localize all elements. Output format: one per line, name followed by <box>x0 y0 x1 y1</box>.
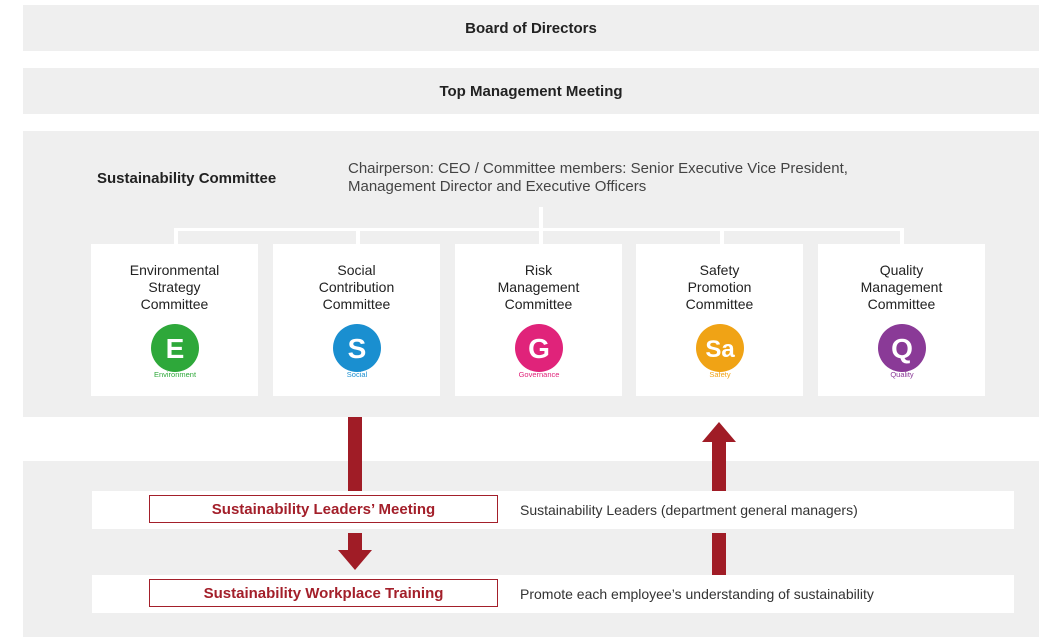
social-icon-tag: Social <box>347 370 368 379</box>
connector-drop-1 <box>174 228 178 244</box>
down-arrow-shaft-upper <box>348 417 362 491</box>
environment-icon-letter: E <box>166 333 185 364</box>
sustainability-committee-description: Chairperson: CEO / Committee members: Se… <box>348 160 848 196</box>
connector-horizontal <box>174 228 903 231</box>
down-arrow-head <box>338 550 372 570</box>
environment-icon: E Environment <box>151 324 199 379</box>
connector-committee-trunk <box>539 207 543 229</box>
social-icon-letter: S <box>348 333 367 364</box>
committee-name: Safety Promotion Committee <box>685 262 754 312</box>
committee-social-contribution: Social Contribution Committee S Social <box>273 244 440 396</box>
top-management-label: Top Management Meeting <box>439 83 623 100</box>
governance-icon-letter: G <box>528 333 550 364</box>
leaders-meeting-row: Sustainability Leaders’ Meeting Sustaina… <box>92 491 1014 529</box>
committee-quality-management: Quality Management Committee Q Quality <box>818 244 985 396</box>
safety-icon-tag: Safety <box>709 370 731 379</box>
social-icon: S Social <box>333 324 381 379</box>
top-management-bar: Top Management Meeting <box>23 68 1039 114</box>
sustainability-committee-title: Sustainability Committee <box>97 170 277 187</box>
leaders-meeting-description: Sustainability Leaders (department gener… <box>520 502 858 518</box>
connector-top-committee <box>539 114 543 131</box>
workplace-training-row: Sustainability Workplace Training Promot… <box>92 575 1014 613</box>
governance-icon: G Governance <box>515 324 563 379</box>
up-arrow-head <box>702 422 736 442</box>
committee-risk-management: Risk Management Committee G Governance <box>455 244 622 396</box>
up-arrow-shaft-upper <box>712 441 726 491</box>
down-arrow-shaft-lower <box>348 533 362 551</box>
connector-drop-5 <box>900 228 904 244</box>
workplace-training-description: Promote each employee’s understanding of… <box>520 586 874 602</box>
board-of-directors-label: Board of Directors <box>465 20 597 37</box>
committee-safety-promotion: Safety Promotion Committee Sa Safety <box>636 244 803 396</box>
committee-name: Social Contribution Committee <box>318 262 395 312</box>
committee-name: Environmental Strategy Committee <box>129 262 220 312</box>
safety-icon-letter: Sa <box>705 336 735 363</box>
workplace-training-label: Sustainability Workplace Training <box>149 579 498 607</box>
description-line-2: Management Director and Executive Office… <box>348 178 647 195</box>
quality-icon-tag: Quality <box>890 370 914 379</box>
quality-icon: Q Quality <box>878 324 926 379</box>
committee-environmental-strategy: Environmental Strategy Committee E Envir… <box>91 244 258 396</box>
description-line-1: Chairperson: CEO / Committee members: Se… <box>348 160 848 177</box>
governance-icon-tag: Governance <box>519 370 560 379</box>
environment-icon-tag: Environment <box>154 370 197 379</box>
board-of-directors-bar: Board of Directors <box>23 5 1039 51</box>
connector-board-top <box>539 51 543 68</box>
up-arrow-shaft-lower <box>712 533 726 575</box>
connector-drop-3 <box>539 228 543 244</box>
connector-drop-4 <box>720 228 724 244</box>
connector-drop-2 <box>356 228 360 244</box>
leaders-meeting-label: Sustainability Leaders’ Meeting <box>149 495 498 523</box>
committee-name: Risk Management Committee <box>497 262 580 312</box>
safety-icon: Sa Safety <box>696 324 744 379</box>
quality-icon-letter: Q <box>891 333 913 364</box>
committee-name: Quality Management Committee <box>860 262 943 312</box>
